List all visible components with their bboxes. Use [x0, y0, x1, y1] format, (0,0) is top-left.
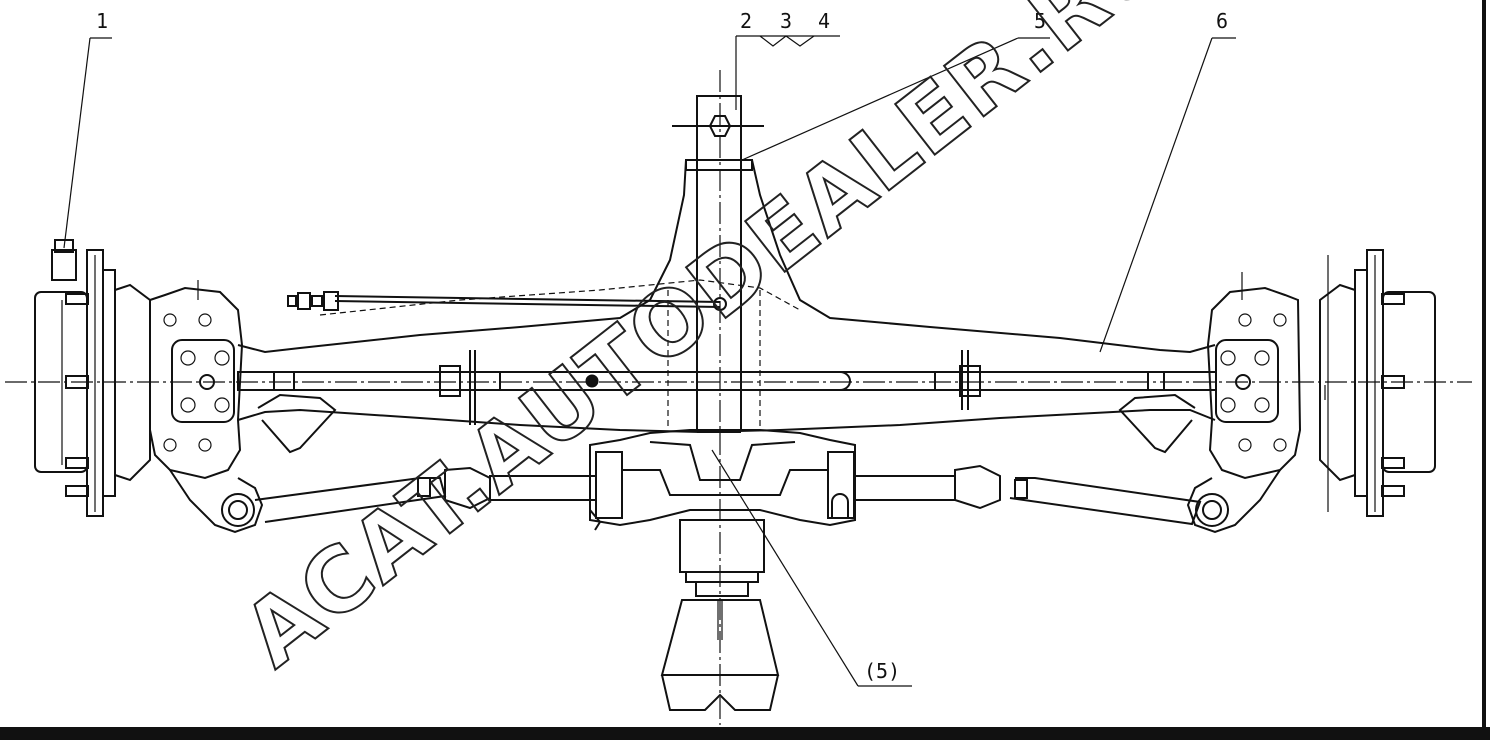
callout-3: 3 — [780, 9, 792, 33]
differential-carrier — [589, 429, 856, 711]
brake-line — [287, 291, 727, 311]
right-wheel-hub — [1319, 249, 1436, 517]
left-wheel-hub — [34, 239, 151, 517]
callout-5-paren: (5) — [864, 659, 900, 683]
callout-6: 6 — [1216, 9, 1228, 33]
callout-2: 2 — [740, 9, 752, 33]
right-steering-knuckle — [1186, 272, 1302, 534]
bottom-border — [0, 727, 1490, 740]
watermark-text: ACAT.AUTODEALER.RU — [225, 0, 1188, 687]
drag-links — [254, 464, 1202, 526]
left-steering-knuckle — [149, 280, 264, 534]
callout-1: 1 — [96, 9, 108, 33]
callout-5: 5 — [1034, 9, 1046, 33]
leader-lines — [63, 35, 1236, 687]
axle-housing — [237, 95, 1216, 454]
callout-4: 4 — [818, 9, 830, 33]
